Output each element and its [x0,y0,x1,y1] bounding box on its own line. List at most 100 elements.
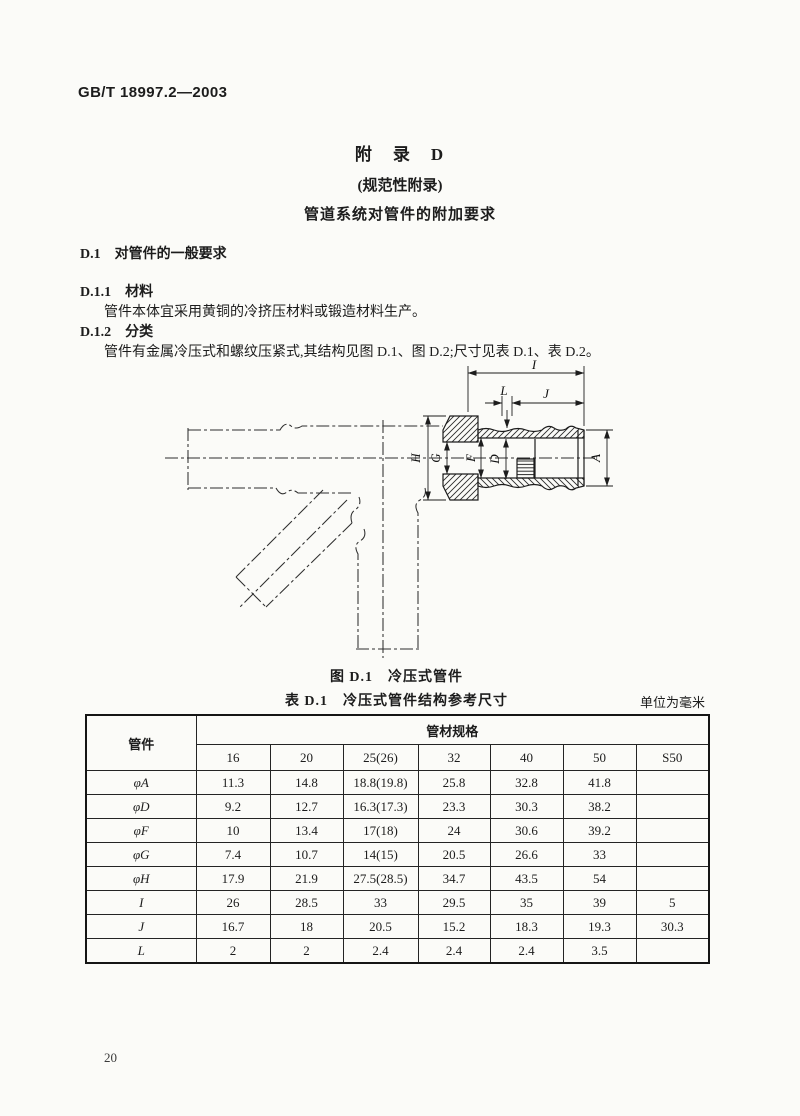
cell: 2 [269,938,344,964]
cell: 27.5(28.5) [342,866,419,891]
cell: 26 [195,890,271,915]
cell: 7.4 [195,842,271,867]
section-number: D.1 [80,247,101,262]
corner-header-cell: 管件 [85,714,197,771]
cell: 18.8(19.8) [342,770,419,795]
cell: 39 [562,890,637,915]
cell: 41.8 [562,770,637,795]
cell: 32.8 [489,770,564,795]
cell: 39.2 [562,818,637,843]
standard-number: GB/T 18997.2—2003 [78,84,228,101]
cell: 2.4 [342,938,419,964]
table-row: φF 10 13.4 17(18) 24 30.6 39.2 [85,818,710,843]
dim-label-D: D [487,454,502,465]
cell [635,770,710,795]
flange-top-section [442,415,479,443]
section-heading-d11: D.1.1 材料 [80,281,153,301]
cell: 14(15) [342,842,419,867]
row-label: L [85,938,197,964]
appendix-heading: 管道系统对管件的附加要求 [303,207,496,223]
col-header: 32 [417,744,491,771]
hpipe-top-outline [188,423,443,431]
cell: 30.6 [489,818,564,843]
cell: 16.3(17.3) [342,794,419,819]
cell: 29.5 [417,890,491,915]
cell [635,938,710,964]
page-number: 20 [104,1050,117,1065]
cell: 33 [342,890,419,915]
hpipe-bottom-outline [188,487,353,495]
cell: 10.7 [269,842,344,867]
appendix-title: 附 录 D [354,145,446,164]
flange-bottom-section [442,473,479,501]
table-header-row-1: 管件 管材规格 [85,714,710,771]
cell: 19.3 [562,914,637,939]
col-header: 40 [489,744,564,771]
cell: 5 [635,890,710,915]
dimension-lines [423,366,613,501]
section-title: 分类 [125,325,154,340]
grab-ring [516,458,535,479]
cell: 16.7 [195,914,271,939]
cell: 21.9 [269,866,344,891]
cell: 34.7 [417,866,491,891]
dim-label-F: F [463,453,478,463]
cell: 23.3 [417,794,491,819]
cell [635,794,710,819]
cell: 33 [562,842,637,867]
figure-d1-drawing: I L J H G F D A [165,358,613,658]
paragraph-d12: 管件有金属冷压式和螺纹压紧式,其结构见图 D.1、图 D.2;尺寸见表 D.1、… [104,345,600,360]
group-header-cell: 管材规格 [195,714,710,745]
cell: 12.7 [269,794,344,819]
cell: 30.3 [635,914,710,939]
col-header: 16 [195,744,271,771]
dimension-labels: I L J H G F D A [408,358,603,465]
cell: 11.3 [195,770,271,795]
row-label: J [85,914,197,939]
section-title: 材料 [125,285,154,300]
table-d1: 管件 管材规格 16 20 25(26) 32 40 50 S50 φA 11.… [85,714,711,964]
cell: 20.5 [417,842,491,867]
cell: 38.2 [562,794,637,819]
row-label: φA [85,770,197,795]
cell: 24 [417,818,491,843]
dim-label-I: I [531,358,537,372]
fitting-section [442,415,585,501]
appendix-subtitle: (规范性附录) [357,178,443,194]
table-row: J 16.7 18 20.5 15.2 18.3 19.3 30.3 [85,914,710,939]
paragraph-d11: 管件本体宜采用黄铜的冷挤压材料或锻造材料生产。 [104,305,426,320]
cell: 20.5 [342,914,419,939]
cell: 17.9 [195,866,271,891]
dim-label-H: H [408,453,423,464]
col-header: 25(26) [342,744,419,771]
dim-label-A: A [588,454,603,463]
table-row: I 26 28.5 33 29.5 35 39 5 [85,890,710,915]
col-header: 50 [562,744,637,771]
cell: 54 [562,866,637,891]
vpipe-right-outline [415,487,426,648]
diag-pipe-break [350,496,361,524]
section-number: D.1.1 [80,285,112,300]
diag-pipe-end-cap [235,576,267,608]
body-top-wall [477,425,585,439]
figure-caption: 图 D.1 冷压式管件 [329,670,464,685]
cell: 2.4 [417,938,491,964]
cell: 9.2 [195,794,271,819]
cell [635,842,710,867]
table-row: φG 7.4 10.7 14(15) 20.5 26.6 33 [85,842,710,867]
cell: 14.8 [269,770,344,795]
col-header: 20 [269,744,344,771]
row-label: φF [85,818,197,843]
cell: 25.8 [417,770,491,795]
cell [635,818,710,843]
table-caption: 表 D.1 冷压式管件结构参考尺寸 [284,694,509,709]
row-label: φD [85,794,197,819]
cell: 28.5 [269,890,344,915]
cell [635,866,710,891]
diag-pipe-outline-1 [235,489,324,578]
cell: 43.5 [489,866,564,891]
col-header: S50 [635,744,710,771]
cell: 35 [489,890,564,915]
